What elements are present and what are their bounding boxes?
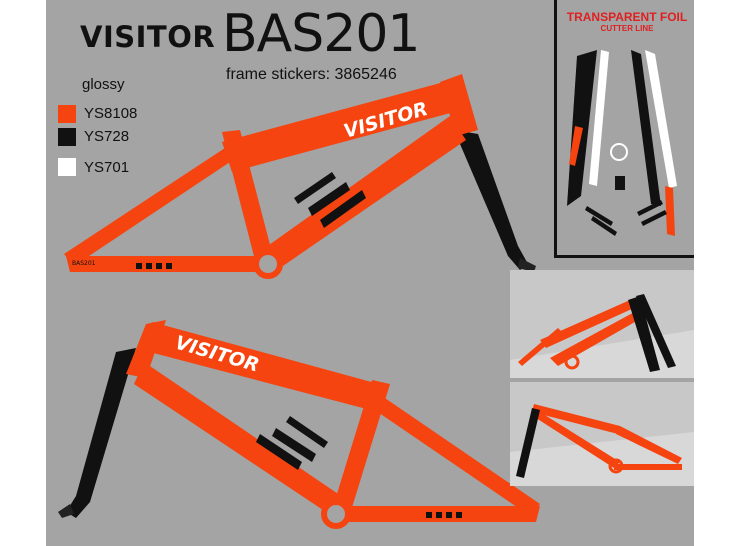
model-title: BAS201 (222, 4, 421, 64)
frame-photo-2-image (510, 382, 694, 486)
seat-tube (222, 130, 274, 264)
sticker-accent (569, 126, 583, 166)
sticker-accent (665, 186, 675, 236)
top-tube-stripes (294, 172, 366, 228)
swatch-orange-label: YS8108 (84, 105, 138, 122)
fork-dropout (518, 258, 536, 272)
sticker-tag (615, 176, 625, 190)
brand-title: VISITOR (80, 20, 216, 54)
foil-panel: TRANSPARENT FOIL CUTTER LINE (554, 0, 694, 258)
down-tube (134, 362, 350, 520)
frame-logo: VISITOR (173, 332, 262, 377)
rear-stripes (426, 512, 462, 518)
top-tube-stripes (256, 416, 328, 470)
down-tube (262, 116, 466, 268)
finish-label: glossy (82, 76, 125, 93)
frame-photo-1-image (510, 270, 694, 378)
frame-tag: BAS201 (72, 260, 96, 267)
sticker-strip (589, 50, 609, 186)
foil-subtitle: CUTTER LINE (600, 24, 654, 33)
seat-stay (366, 392, 540, 516)
swatch-white (58, 158, 76, 176)
foil-title: TRANSPARENT FOIL (566, 10, 688, 24)
frame-stickers-code: frame stickers: 3865246 (226, 66, 397, 83)
sticker-stripes (585, 200, 667, 236)
bottom-bracket (253, 249, 283, 279)
design-sheet: VISITOR BAS201 frame stickers: 3865246 g… (46, 0, 694, 546)
swatch-white-label: YS701 (84, 159, 130, 176)
frame-photo-1 (510, 270, 694, 378)
rear-stripes (136, 263, 172, 269)
frame-side-view-bottom: VISITOR (58, 320, 540, 529)
bottom-bracket (321, 499, 351, 529)
top-tube (222, 82, 454, 172)
fork (454, 130, 528, 270)
sticker-layout (567, 50, 677, 236)
swatch-black-label: YS728 (84, 128, 130, 145)
top-tube (142, 322, 386, 412)
swatch-black (58, 128, 76, 146)
seat-tube (332, 380, 390, 514)
head-tube (440, 74, 478, 136)
sticker-emblem (610, 143, 628, 161)
fork (66, 348, 136, 518)
swatch-orange (58, 105, 76, 123)
sticker-strip (645, 50, 677, 188)
sticker-strip (631, 50, 661, 206)
fork-dropout (58, 504, 74, 518)
seat-stay (64, 146, 236, 266)
frame-photo-2 (510, 382, 694, 486)
frame-side-view-top: VISITOR BAS201 (64, 74, 536, 279)
